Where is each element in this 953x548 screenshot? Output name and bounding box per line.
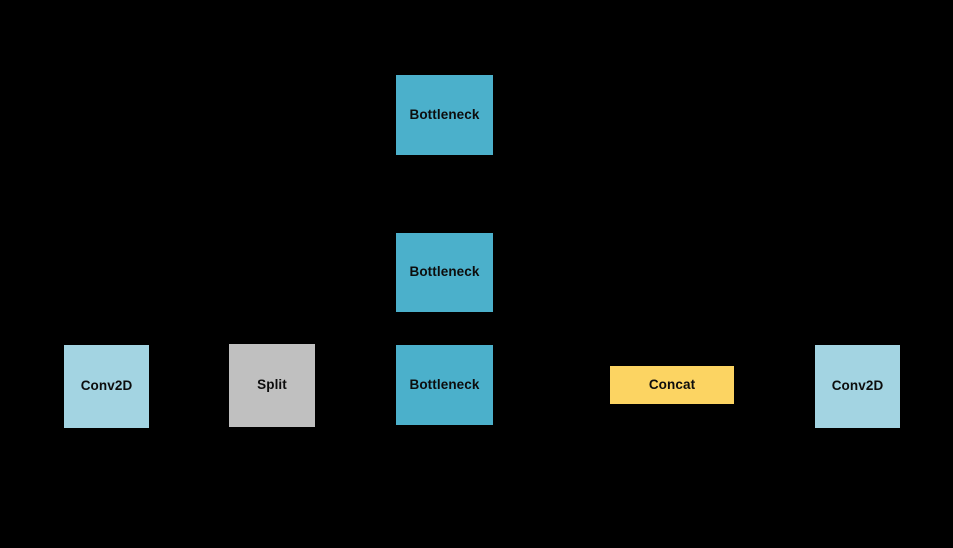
node-conv2d-output[interactable]: Conv2D xyxy=(815,345,900,428)
node-conv2d-input[interactable]: Conv2D xyxy=(64,345,149,428)
node-bottleneck-top[interactable]: Bottleneck xyxy=(396,75,493,155)
node-concat[interactable]: Concat xyxy=(610,366,734,404)
node-label: Bottleneck xyxy=(409,106,480,122)
node-label: Bottleneck xyxy=(409,376,480,392)
node-label: Conv2D xyxy=(831,378,884,394)
node-label: Concat xyxy=(648,376,696,392)
node-bottleneck-bottom[interactable]: Bottleneck xyxy=(396,345,493,425)
node-label: Bottleneck xyxy=(409,264,480,280)
node-split[interactable]: Split xyxy=(229,344,315,427)
node-label: Split xyxy=(257,377,287,393)
node-label: Conv2D xyxy=(80,378,133,394)
node-bottleneck-middle[interactable]: Bottleneck xyxy=(396,233,493,312)
